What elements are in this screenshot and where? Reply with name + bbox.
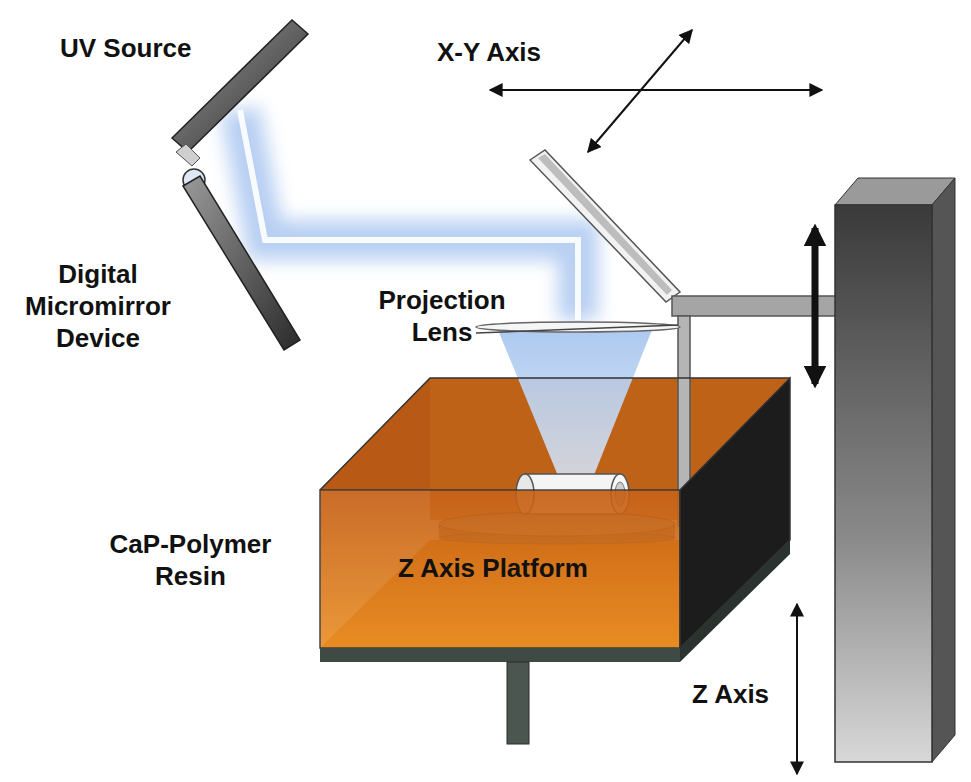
component-label: Z Axis Platform bbox=[398, 552, 668, 584]
component-label: CaP-Polymer Resin bbox=[78, 528, 303, 592]
component-label: UV Source bbox=[60, 32, 230, 64]
axis-label: X-Y Axis bbox=[437, 36, 587, 68]
axis-label: Z Axis bbox=[692, 678, 792, 710]
component-label: Projection Lens bbox=[362, 284, 522, 348]
component-label: Digital Micromirror Device bbox=[8, 258, 188, 354]
